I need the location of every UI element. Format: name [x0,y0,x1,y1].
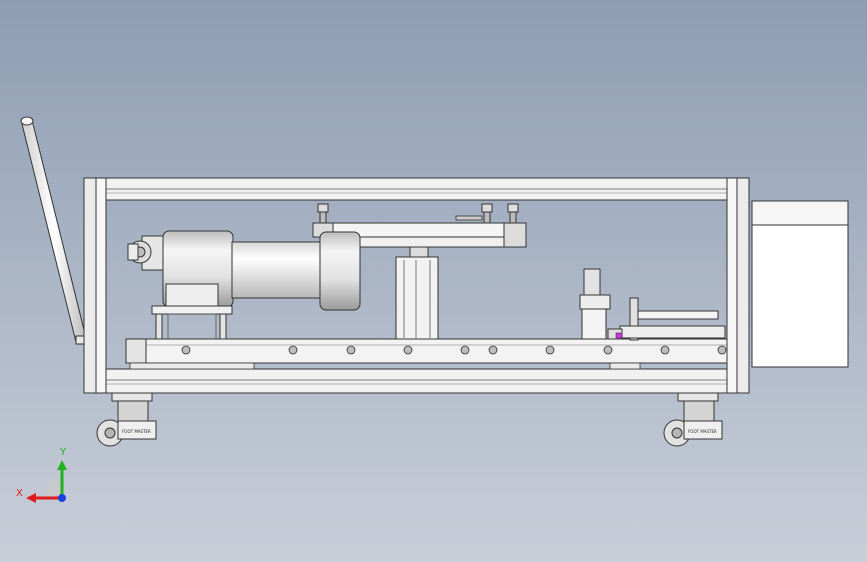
x-axis-label: X [16,488,23,499]
rail-bolt-holes [181,345,727,355]
caster-left-mark: FOOT MASTER [122,429,151,434]
push-handle[interactable] [20,116,91,345]
aluminium-frame[interactable] [83,177,750,394]
caster-right-mark: FOOT MASTER [688,429,717,434]
z-axis-dot [58,494,66,502]
linear-actuator[interactable] [579,268,726,341]
coordinate-triad: Y X [16,447,67,503]
air-fitting-right [507,203,519,224]
drive-motor[interactable] [127,230,361,311]
air-fitting-middle [455,203,493,224]
air-fitting-left [317,203,329,224]
caster-left[interactable]: FOOT MASTER [96,392,157,447]
gantry-beam[interactable] [312,203,527,248]
control-box[interactable] [751,200,849,368]
magenta-marker [615,332,623,339]
vertical-column[interactable] [395,246,439,342]
y-axis-label: Y [59,447,67,458]
base-rail[interactable] [125,338,728,370]
caster-right[interactable]: FOOT MASTER [663,392,723,447]
